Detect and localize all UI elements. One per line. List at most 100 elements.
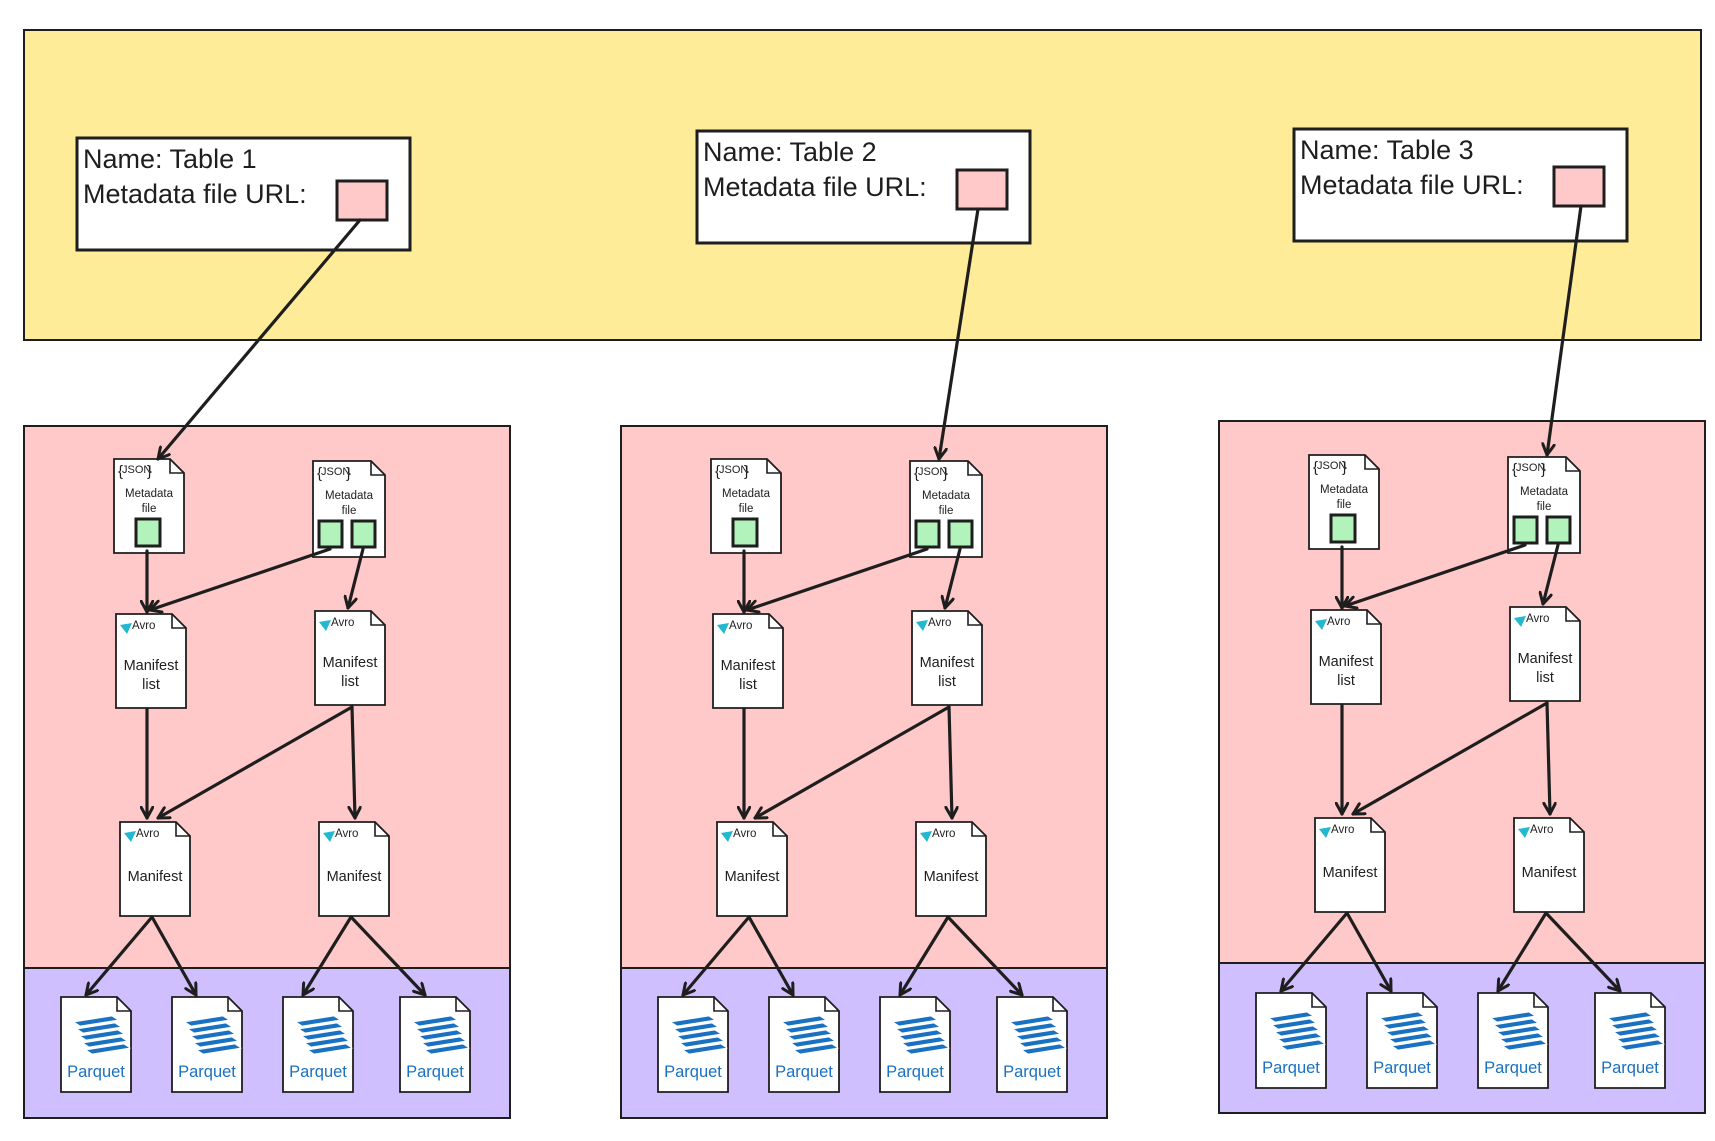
arrow-manifest-list-to-manifest — [1351, 701, 1549, 816]
avro-logo-icon — [721, 831, 733, 842]
page-fold — [1565, 457, 1580, 472]
manifest-list-file — [911, 610, 983, 706]
parquet-stripe — [894, 1022, 942, 1034]
json-file-icon: JSON — [1317, 460, 1347, 472]
parquet-stripe — [900, 1036, 948, 1048]
parquet-logo-icon — [183, 1015, 243, 1055]
manifest-file — [119, 821, 191, 917]
json-brace-icon: { — [914, 465, 919, 482]
metadata-layer — [23, 425, 511, 969]
parquet-stripe — [1612, 1025, 1660, 1037]
page-fold — [338, 997, 353, 1012]
avro-logo-icon — [1518, 827, 1530, 838]
parquet-stripe — [414, 1022, 462, 1034]
arrow-snapshot-to-manifest-list — [1543, 543, 1560, 606]
page-fold — [227, 997, 242, 1012]
avro-file-icon: Avro — [733, 828, 757, 840]
json-file-icon: JSON — [122, 464, 152, 476]
parquet-stripe — [1273, 1025, 1321, 1037]
metadata-file-label: file — [938, 505, 954, 517]
parquet-file-label: Parquet — [1262, 1059, 1320, 1077]
parquet-stripe — [681, 1043, 729, 1055]
metadata-layer — [620, 425, 1108, 969]
avro-file-icon: Avro — [331, 617, 355, 629]
manifest-list-file — [1509, 606, 1581, 702]
page-fold — [1366, 610, 1381, 625]
parquet-stripe — [1618, 1039, 1666, 1051]
page-fold — [772, 822, 787, 837]
manifest-file — [318, 821, 390, 917]
parquet-stripe — [189, 1029, 237, 1041]
arrow-manifest-to-data-file — [349, 915, 427, 997]
metadata-url-label: Metadata file URL: — [83, 179, 307, 209]
manifest-file — [1513, 817, 1585, 913]
metadata-file-label: file — [141, 503, 157, 515]
avro-logo-icon — [1319, 827, 1331, 838]
page-fold — [967, 611, 982, 626]
parquet-stripe — [300, 1029, 348, 1041]
manifest-list-file — [1310, 609, 1382, 705]
parquet-stripe — [1489, 1011, 1537, 1023]
parquet-stripe — [1492, 1018, 1540, 1030]
snapshot-pointer — [947, 519, 974, 549]
parquet-stripe — [1498, 1032, 1546, 1044]
arrow-catalog-to-metadata — [1547, 204, 1583, 457]
parquet-stripe — [1270, 1018, 1318, 1030]
parquet-stripe — [1008, 1015, 1056, 1027]
parquet-stripe — [792, 1043, 840, 1055]
parquet-stripe — [1609, 1018, 1657, 1030]
parquet-file-label: Parquet — [775, 1063, 833, 1081]
arrow-catalog-to-metadata — [156, 218, 362, 461]
manifest-list-file — [314, 610, 386, 706]
manifest-list-label: list — [142, 677, 160, 693]
arrow-manifest-to-data-file — [84, 915, 154, 997]
parquet-stripe — [1387, 1032, 1435, 1044]
metadata-url-pointer — [335, 179, 389, 222]
metadata-file-label: Metadata — [1520, 486, 1568, 498]
parquet-stripe — [84, 1043, 132, 1055]
parquet-stripe — [672, 1022, 720, 1034]
manifest-list-label: Manifest — [322, 655, 378, 671]
parquet-stripe — [1390, 1039, 1438, 1051]
metadata-file-label: file — [1336, 499, 1352, 511]
json-brace-icon: } — [147, 463, 152, 480]
metadata-file-label: Metadata — [922, 490, 970, 502]
avro-file-icon: Avro — [136, 828, 160, 840]
json-brace-icon: } — [1541, 461, 1546, 478]
metadata-file-label: file — [1536, 501, 1552, 513]
arrow-snapshot-to-manifest-list — [348, 547, 365, 610]
snapshot-pointer — [1329, 513, 1357, 544]
arrow-manifest-to-data-file — [1279, 911, 1349, 993]
page-fold — [713, 997, 728, 1012]
avro-logo-icon — [1315, 619, 1327, 630]
manifest-label: Manifest — [923, 869, 979, 885]
parquet-stripe — [1501, 1039, 1549, 1051]
parquet-file-label: Parquet — [664, 1063, 722, 1081]
manifest-label: Manifest — [1322, 865, 1378, 881]
page-fold — [116, 997, 131, 1012]
metadata-url-label: Metadata file URL: — [703, 172, 927, 202]
parquet-file-label: Parquet — [406, 1063, 464, 1081]
json-brace-icon: } — [744, 463, 749, 480]
json-brace-icon: { — [118, 463, 123, 480]
parquet-logo-icon — [1008, 1015, 1068, 1055]
parquet-stripe — [1495, 1025, 1543, 1037]
avro-file-icon: Avro — [132, 620, 156, 632]
manifest-list-label: list — [938, 674, 956, 690]
parquet-stripe — [903, 1043, 951, 1055]
metadata-file-label: Metadata — [1320, 484, 1368, 496]
parquet-logo-icon — [1606, 1011, 1666, 1051]
manifest-list-label: list — [1536, 670, 1554, 686]
arrow-manifest-to-data-file — [681, 915, 751, 997]
page-fold — [1569, 818, 1584, 833]
snapshot-pointer — [317, 519, 344, 549]
parquet-stripe — [411, 1015, 459, 1027]
parquet-stripe — [423, 1043, 471, 1055]
metadata-file-label: file — [341, 505, 357, 517]
arrow-catalog-to-metadata — [939, 207, 980, 461]
parquet-stripe — [891, 1015, 939, 1027]
manifest-label: Manifest — [127, 869, 183, 885]
page-fold — [175, 822, 190, 837]
avro-file-icon: Avro — [928, 617, 952, 629]
